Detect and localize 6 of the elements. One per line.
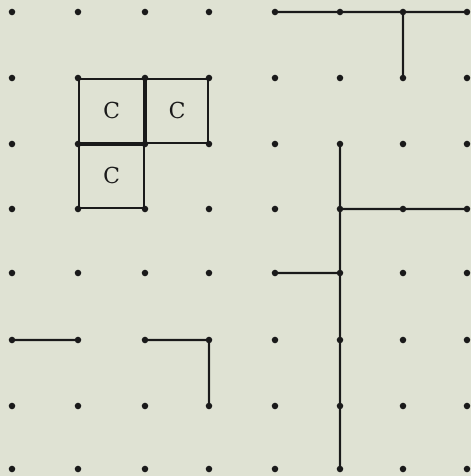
player-initial: C: [103, 98, 120, 124]
player-initial: C: [168, 98, 186, 124]
claimed-square: [78, 144, 145, 209]
player-initial: C: [103, 164, 120, 189]
claimed-square: [145, 78, 209, 144]
claimed-square: [78, 78, 145, 144]
